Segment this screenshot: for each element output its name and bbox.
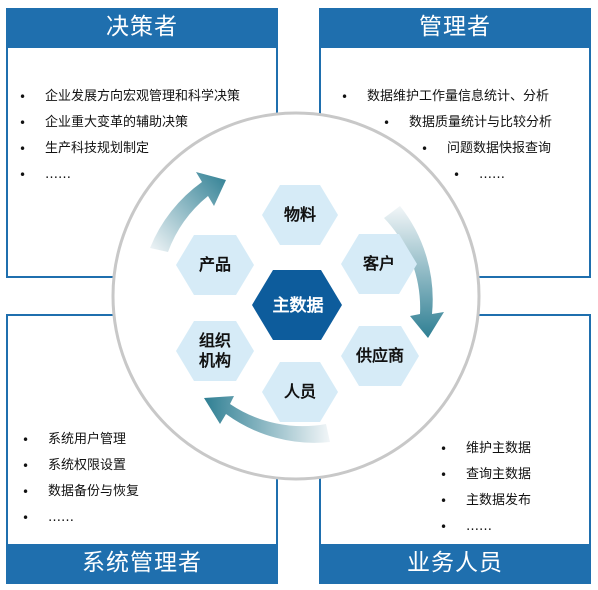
list-item: 生产科技规划制定 (19, 136, 240, 162)
list-item: 查询主数据 (440, 462, 531, 488)
panel-title-decision-makers: 决策者 (6, 8, 278, 48)
hub-label-material: 物料 (283, 205, 316, 224)
cycle-arrow-lower-left (204, 396, 330, 443)
panel-title-system-admins: 系统管理者 (6, 544, 278, 584)
list-item: 数据维护工作量信息统计、分析 (341, 84, 552, 110)
list-item: 数据备份与恢复 (22, 479, 139, 505)
list-item: 数据质量统计与比较分析 (383, 110, 552, 136)
cycle-arrow-right (384, 206, 444, 338)
hex-personnel-outline (262, 362, 338, 422)
hub-label-customer: 客户 (362, 254, 395, 273)
list-item: 企业发展方向宏观管理和科学决策 (19, 84, 240, 110)
list-item: 问题数据快报查询 (421, 136, 552, 162)
hex-material-outline (262, 185, 338, 245)
list-item: 主数据发布 (440, 488, 531, 514)
system-admins-list: 系统用户管理 系统权限设置 数据备份与恢复 …… (22, 427, 139, 531)
list-item: 维护主数据 (440, 436, 531, 462)
list-item: …… (440, 514, 531, 540)
hex-supplier-outline (341, 326, 419, 386)
hub-label-master-data: 主数据 (272, 296, 324, 316)
hub-label-supplier: 供应商 (355, 346, 404, 365)
hex-customer-outline (341, 234, 417, 294)
list-item: 系统用户管理 (22, 427, 139, 453)
cycle-arrow-upper-left (150, 172, 226, 252)
list-item: …… (453, 162, 552, 188)
list-item: 系统权限设置 (22, 453, 139, 479)
hub-label-personnel: 人员 (283, 382, 316, 401)
panel-title-managers: 管理者 (319, 8, 591, 48)
hub-label-product: 产品 (198, 255, 231, 274)
panel-title-business-staff: 业务人员 (319, 544, 591, 584)
list-item: …… (22, 505, 139, 531)
hex-product-outline (176, 235, 254, 295)
hex-organization-outline (176, 321, 254, 381)
business-staff-list: 维护主数据 查询主数据 主数据发布 …… (440, 436, 531, 540)
decision-makers-list: 企业发展方向宏观管理和科学决策 企业重大变革的辅助决策 生产科技规划制定 …… (19, 84, 240, 188)
managers-list: 数据维护工作量信息统计、分析 数据质量统计与比较分析 问题数据快报查询 …… (341, 84, 552, 188)
hex-master-data-fill (256, 272, 340, 340)
list-item: …… (19, 162, 240, 188)
hub-label-organization: 组织机构 (198, 331, 231, 370)
list-item: 企业重大变革的辅助决策 (19, 110, 240, 136)
